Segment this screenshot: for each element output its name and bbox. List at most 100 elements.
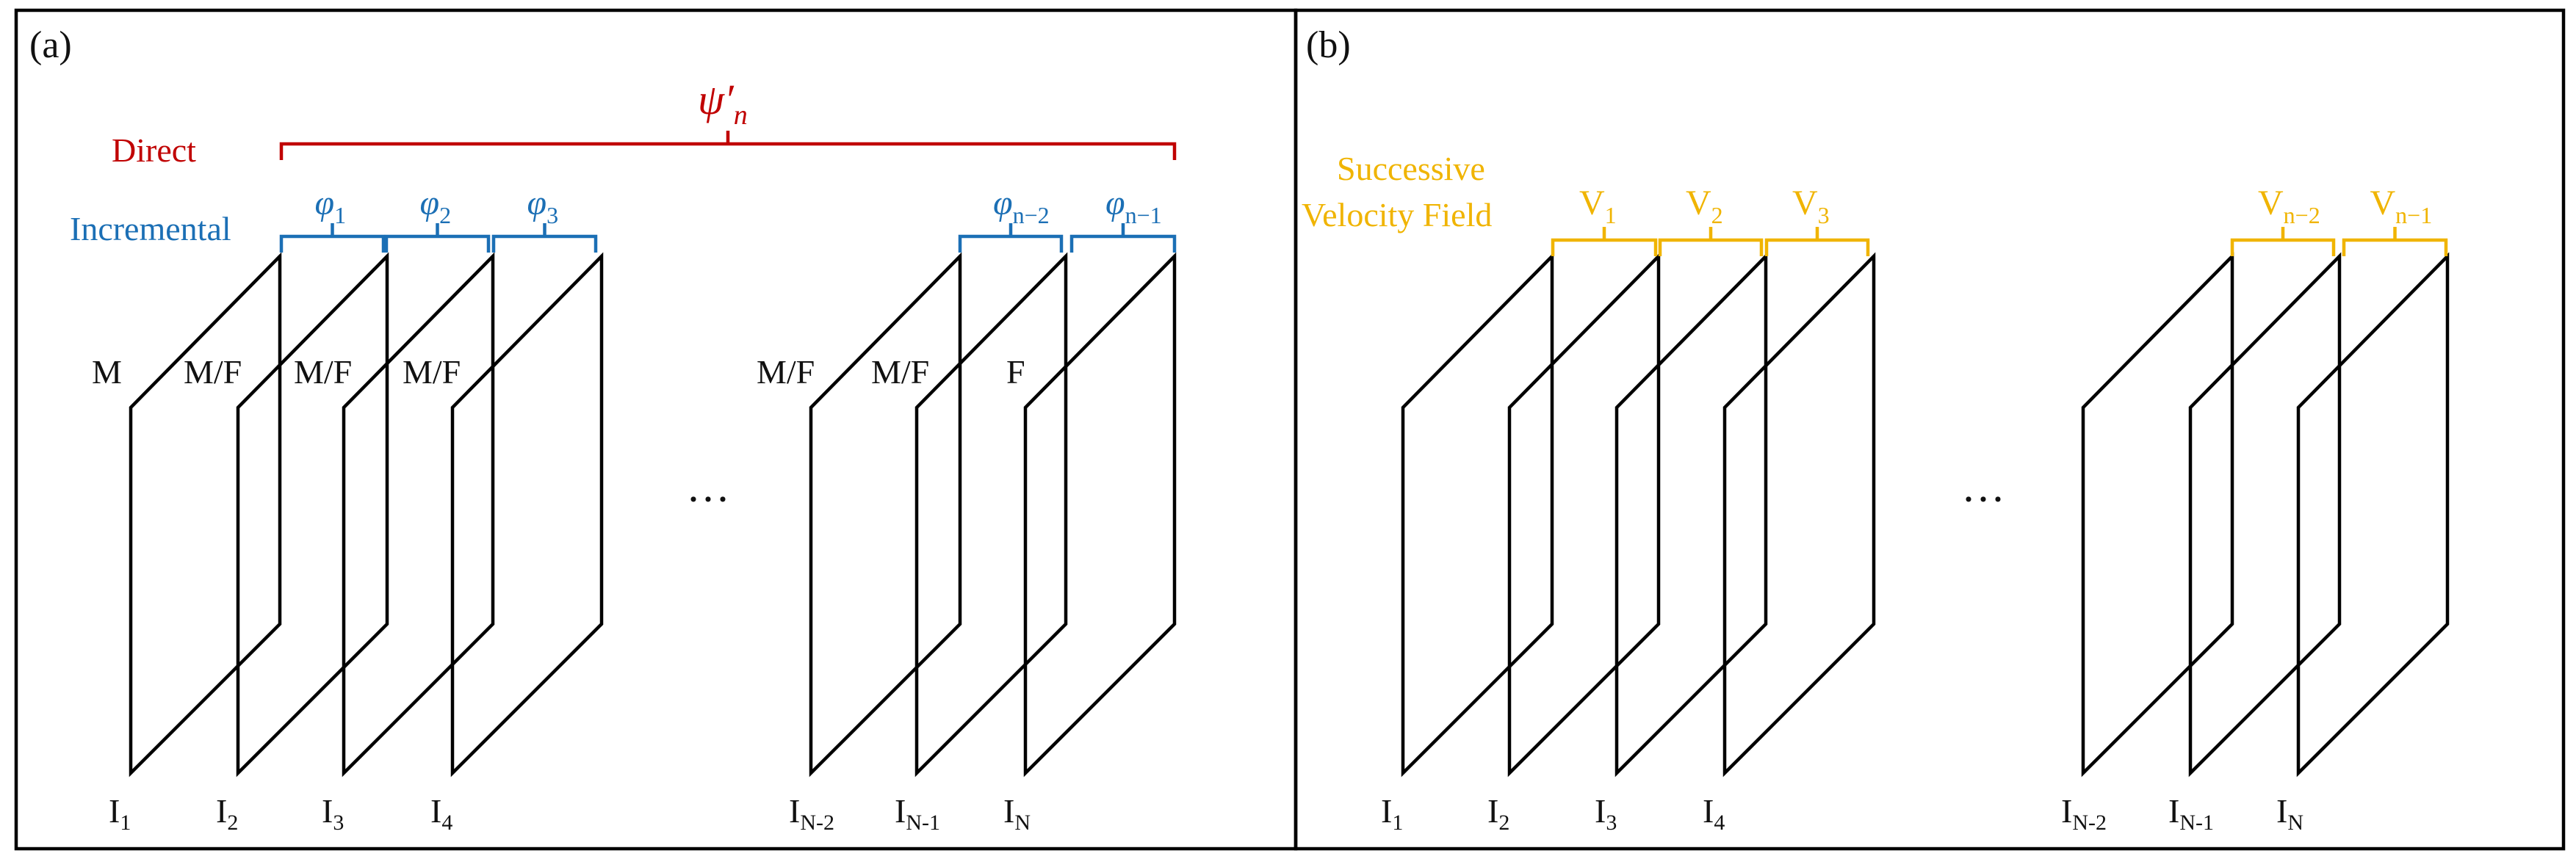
direct-bracket [279, 131, 1177, 160]
phi-bracket-5 [1069, 223, 1177, 253]
panel-b-frame [1294, 8, 2566, 851]
incremental-label: Incremental [70, 210, 231, 247]
phi-bracket-2 [384, 223, 491, 253]
phi-label-3: φ3 [527, 184, 559, 228]
image-subscript: 3 [333, 811, 344, 835]
velocity-letter: V [2370, 184, 2396, 222]
image-letter: I [2276, 792, 2287, 830]
panel-b-image-label-1: I1 [1381, 792, 1403, 835]
panel-a-label: (a) [29, 24, 72, 66]
image-subscript: N-1 [2179, 811, 2214, 835]
direct-label: Direct [112, 131, 196, 169]
velocity-label-3: V3 [1792, 184, 1830, 228]
plane-role-label-2: M/F [184, 353, 242, 391]
image-subscript: 4 [1714, 811, 1725, 835]
plane-role-label-4: M/F [403, 353, 461, 391]
panel-a-plane-5 [809, 252, 962, 778]
panel-b-plane-5 [2081, 252, 2234, 778]
panel-b-plane-2 [1507, 252, 1661, 778]
image-letter: I [109, 792, 120, 830]
velocity-subscript: n−1 [2395, 202, 2432, 228]
velocity-bracket-3 [1764, 227, 1870, 256]
panel-b-image-label-6: IN-1 [2168, 792, 2214, 835]
phi-label-1: φ1 [315, 184, 347, 228]
velocity-letter: V [2258, 184, 2284, 222]
phi-bracket-4 [958, 223, 1064, 253]
panel-a-plane-3 [342, 252, 495, 778]
phi-subscript: 3 [546, 202, 558, 228]
image-subscript: N [2287, 811, 2303, 835]
velocity-label-1: V1 [1579, 184, 1617, 228]
velocity-bracket-4 [2230, 227, 2336, 256]
panel-b-image-label-3: I3 [1595, 792, 1617, 835]
image-letter: I [1381, 792, 1392, 830]
velocity-subscript: 3 [1818, 202, 1830, 228]
panel-a-image-label-2: I2 [216, 792, 238, 835]
phi-subscript: n−1 [1125, 202, 1162, 228]
image-subscript: 3 [1606, 811, 1617, 835]
phi-label-2: φ2 [420, 184, 452, 228]
panel-b-image-label-5: IN-2 [2061, 792, 2107, 835]
phi-symbol: φ [420, 184, 440, 222]
image-letter: I [430, 792, 441, 830]
panel-b-ellipsis: ··· [1961, 475, 2005, 523]
velocity-letter: V [1792, 184, 1818, 222]
phi-bracket-3 [491, 223, 598, 253]
panel-b-plane-1 [1401, 252, 1554, 778]
velocity-label-4: Vn−2 [2258, 184, 2320, 228]
image-subscript: 1 [120, 811, 131, 835]
image-letter: I [1487, 792, 1498, 830]
velocity-label-line2: Velocity Field [1302, 196, 1492, 233]
velocity-letter: V [1579, 184, 1605, 222]
panel-a-plane-1 [129, 252, 282, 778]
velocity-subscript: 2 [1711, 202, 1723, 228]
panel-a-image-label-5: IN-2 [789, 792, 834, 835]
phi-symbol: φ [993, 184, 1013, 222]
plane-role-label-5: M/F [757, 353, 815, 391]
panel-a-image-label-1: I1 [109, 792, 131, 835]
velocity-subscript: n−2 [2284, 202, 2320, 228]
panel-a-plane-4 [450, 252, 604, 778]
image-letter: I [2168, 792, 2179, 830]
image-letter: I [216, 792, 227, 830]
panel-a-planes [129, 252, 1177, 778]
panel-b-plane-7 [2296, 252, 2450, 778]
phi-symbol: φ [527, 184, 547, 222]
phi-label-5: φn−1 [1105, 184, 1162, 228]
panel-a-plane-6 [914, 252, 1068, 778]
phi-subscript: n−2 [1013, 202, 1050, 228]
velocity-letter: V [1686, 184, 1711, 222]
image-subscript: 1 [1392, 811, 1403, 835]
image-subscript: N-1 [906, 811, 940, 835]
velocity-label-line1: Successive [1337, 150, 1485, 187]
phi-bracket-1 [279, 223, 386, 253]
image-subscript: 4 [441, 811, 452, 835]
plane-role-label-1: M [92, 353, 122, 391]
phi-symbol: φ [315, 184, 335, 222]
panel-b-image-label-4: I4 [1703, 792, 1725, 835]
panel-a-plane-2 [236, 252, 389, 778]
velocity-bracket-1 [1551, 227, 1658, 256]
plane-role-label-6: M/F [871, 353, 929, 391]
panel-b-plane-3 [1614, 252, 1768, 778]
velocity-bracket-2 [1658, 227, 1764, 256]
panel-a-image-label-7: IN [1003, 792, 1031, 835]
image-letter: I [895, 792, 906, 830]
direct-psi-label: ψ′n [698, 76, 748, 131]
panel-a-image-label-4: I4 [430, 792, 452, 835]
image-subscript: 2 [1498, 811, 1509, 835]
plane-role-label-7: F [1006, 353, 1025, 391]
phi-subscript: 1 [334, 202, 346, 228]
panel-b-planes [1401, 252, 2450, 778]
image-letter: I [789, 792, 800, 830]
panel-a-image-label-3: I3 [322, 792, 344, 835]
image-letter: I [1595, 792, 1606, 830]
image-letter: I [322, 792, 333, 830]
panel-b-image-label-7: IN [2276, 792, 2303, 835]
direct-psi-subscript: n [734, 100, 748, 131]
image-subscript: 2 [227, 811, 238, 835]
plane-role-label-3: M/F [294, 353, 352, 391]
